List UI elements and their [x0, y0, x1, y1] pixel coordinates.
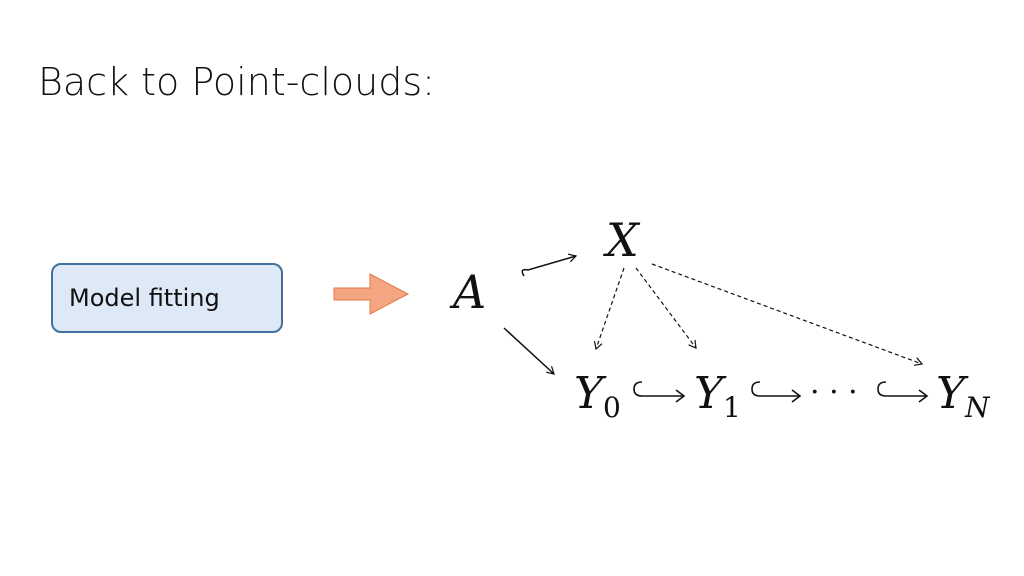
hook-arrow-y1-to-dots — [751, 381, 802, 403]
dashed-arrow-x-to-yn — [651, 263, 924, 366]
node-a: A — [449, 265, 486, 319]
node-x: X — [603, 213, 641, 267]
hook-arrow-y0-to-y1 — [633, 381, 686, 403]
node-y1: Y1 — [694, 368, 741, 424]
node-yn: YN — [936, 368, 991, 424]
hook-arrow-a-to-x — [521, 253, 578, 277]
slide-title: Back to Point-clouds: — [38, 60, 435, 104]
model-fitting-label: Model fitting — [69, 284, 220, 312]
model-fitting-box: Model fitting — [51, 263, 283, 333]
arrow-a-to-y0 — [503, 327, 555, 375]
ellipsis-dots: · · · — [810, 375, 858, 410]
orange-right-arrow — [333, 273, 410, 315]
dashed-arrow-x-to-y0 — [593, 267, 625, 351]
hook-arrow-dots-to-yn — [877, 381, 929, 403]
dashed-arrow-x-to-y1 — [635, 267, 697, 349]
node-y0: Y0 — [574, 368, 621, 424]
